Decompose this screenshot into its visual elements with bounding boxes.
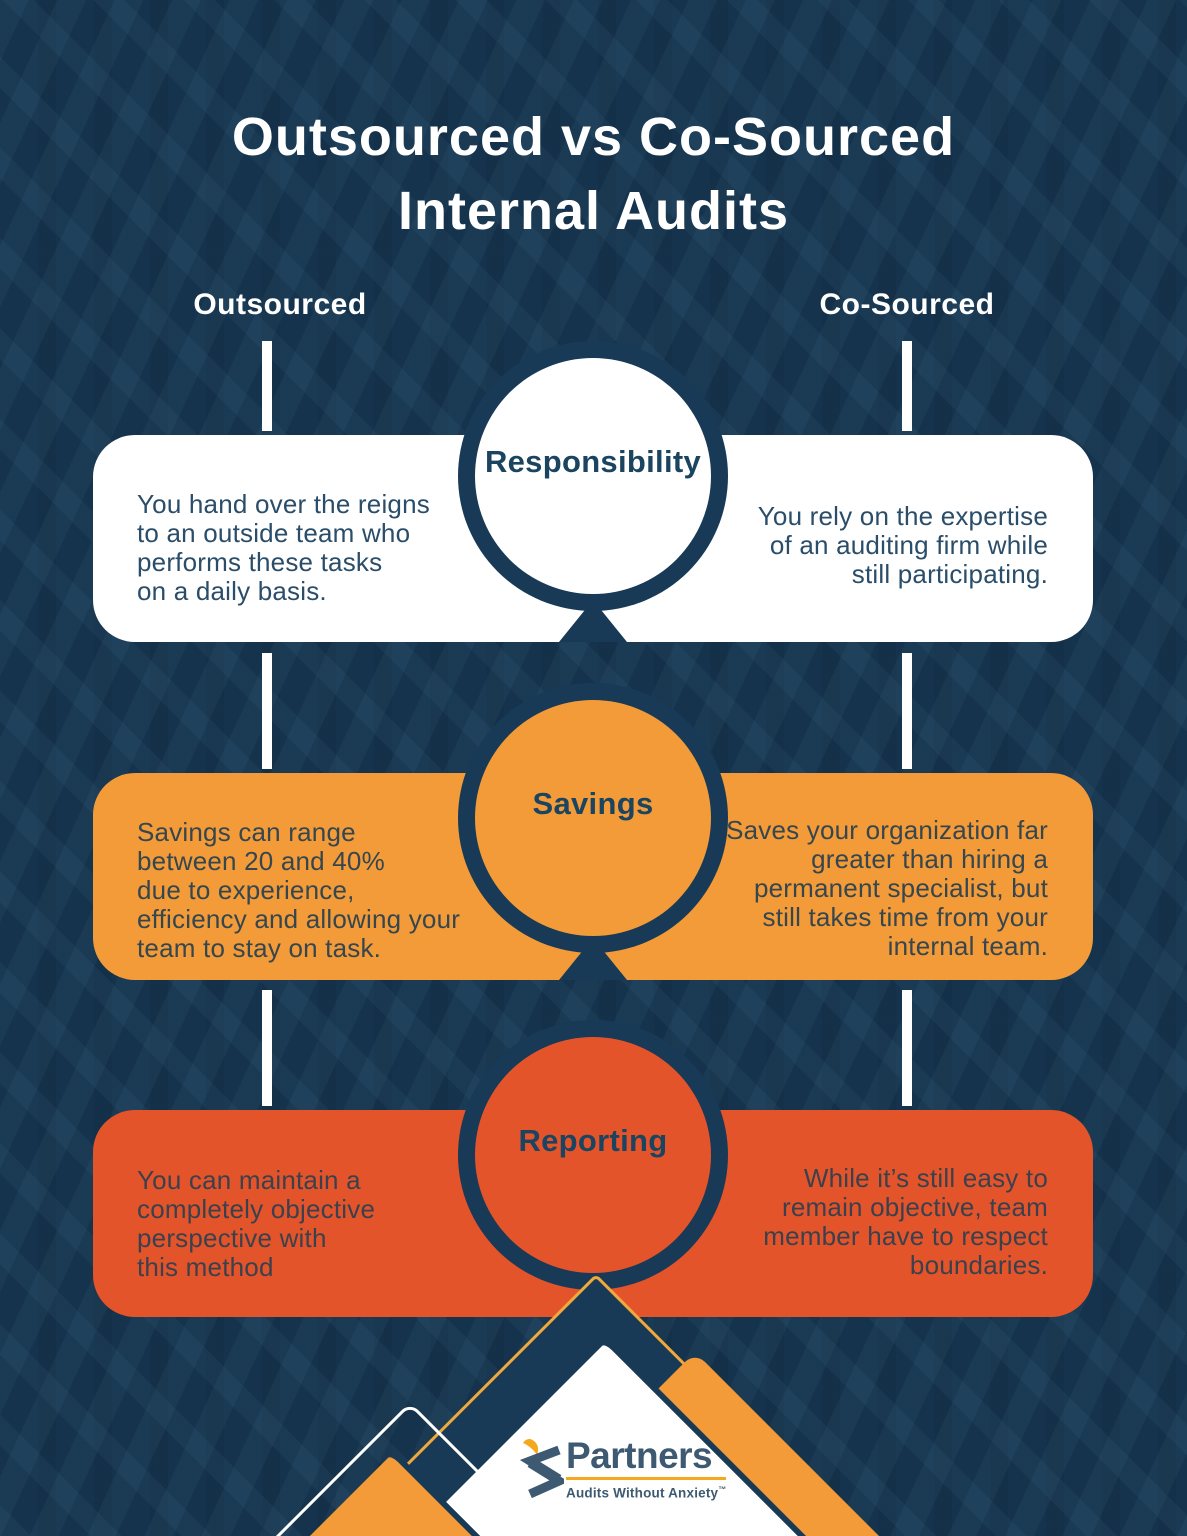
connector-line-right-3 — [902, 990, 912, 1106]
column-header-outsourced: Outsourced — [193, 288, 367, 321]
responsibility-pointer-triangle — [559, 600, 627, 642]
connector-line-left-2 — [262, 653, 272, 769]
connector-line-right-2 — [902, 653, 912, 769]
is-partners-logo-mark-icon — [514, 1438, 569, 1503]
savings-pointer-triangle — [559, 938, 627, 980]
logo-underline — [566, 1477, 727, 1480]
trademark-symbol: ™ — [718, 1485, 727, 1494]
responsibility-co-sourced-text: You rely on the expertise of an auditing… — [757, 501, 1048, 589]
column-header-co-sourced: Co-Sourced — [819, 288, 995, 321]
savings-circle: Savings — [475, 700, 711, 936]
responsibility-circle: Responsibility — [475, 358, 711, 594]
savings-co-sourced-text: Saves your organization far greater than… — [726, 815, 1048, 961]
is-partners-logo: Partners Audits Without Anxiety™ — [514, 1436, 734, 1503]
connector-line-left-3 — [262, 990, 272, 1106]
savings-outsourced-text: Savings can range between 20 and 40% due… — [137, 817, 461, 963]
page-title-line2: Internal Audits — [397, 181, 790, 241]
responsibility-circle-label: Responsibility — [484, 444, 702, 479]
reporting-circle: Reporting — [475, 1037, 711, 1273]
page-title-line1: Outsourced vs Co-Sourced — [231, 107, 956, 167]
savings-circle-label: Savings — [532, 786, 654, 821]
reporting-co-sourced-text: While it’s still easy to remain objectiv… — [763, 1163, 1048, 1280]
responsibility-outsourced-text: You hand over the reigns to an outside t… — [137, 489, 430, 606]
logo-tagline: Audits Without Anxiety™ — [566, 1485, 727, 1501]
connector-line-right-1 — [902, 341, 912, 431]
reporting-circle-label: Reporting — [518, 1123, 668, 1158]
logo-text-column: Partners Audits Without Anxiety™ — [566, 1435, 727, 1502]
logo-brand-text: Partners — [566, 1435, 713, 1476]
reporting-outsourced-text: You can maintain a completely objective … — [137, 1165, 376, 1282]
connector-line-left-1 — [262, 341, 272, 431]
